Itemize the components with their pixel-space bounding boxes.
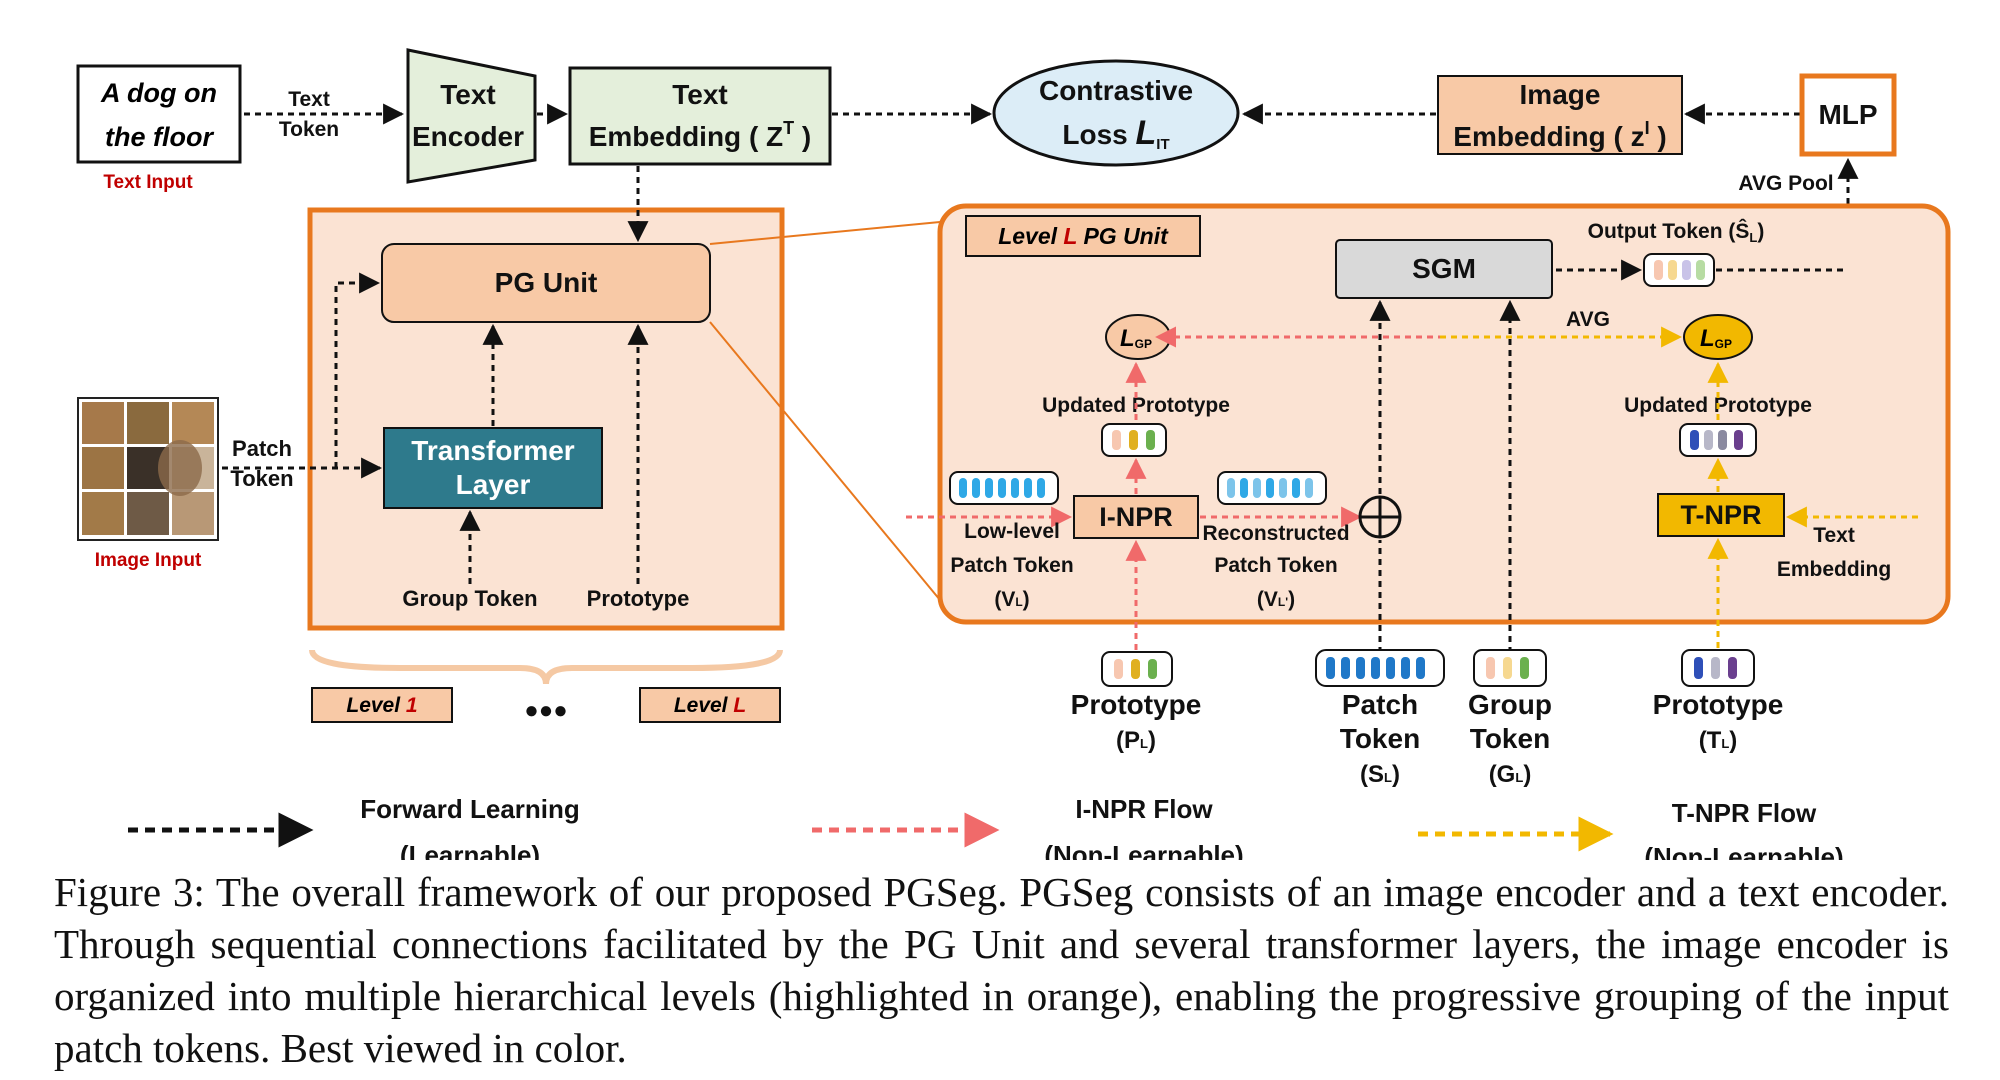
detail-text-emb-2: Embedding [1777, 558, 1891, 581]
mlp-label: MLP [1818, 99, 1877, 130]
text-encoder-line1: Text [440, 79, 496, 110]
lgp-left: LGP [1105, 314, 1171, 360]
legend-inpr-2: (Non-Learnable) [1044, 840, 1243, 860]
contrastive-line2: Loss LIT [1062, 114, 1169, 153]
mlp-box: MLP [1799, 73, 1897, 157]
diagram-svg: A dog on the floor Text Input Text Token… [76, 48, 1951, 872]
text-token-label-2: Token [279, 118, 339, 141]
zoom-line-top [709, 221, 941, 245]
level-L-tag: Level L [639, 687, 781, 723]
transformer-line1: Transformer [411, 435, 574, 466]
prototype-p-label-2: (PL) [1116, 727, 1156, 754]
image-embedding-box: Image Embedding ( zI ) [1437, 75, 1683, 155]
group-g-label-3: (GL) [1489, 761, 1532, 788]
levels-ellipsis: ●●● [524, 697, 568, 724]
detail-title: Level L PG Unit [965, 215, 1201, 257]
legend-tnpr: T-NPR Flow (Non-Learnable) [1418, 798, 1844, 872]
patch-s-icon [1315, 649, 1445, 687]
inpr-label: I-NPR [1099, 502, 1173, 532]
text-encoder-line2: Encoder [412, 121, 524, 152]
reconstructed-patch-icon [1217, 471, 1327, 505]
tnpr-box: T-NPR [1657, 493, 1785, 537]
updated-prototype-right-icon [1679, 423, 1757, 457]
text-embedding-box: Text Embedding ( ZT ) [568, 66, 832, 166]
legend-tnpr-2: (Non-Learnable) [1644, 842, 1843, 860]
transformer-layer-box: Transformer Layer [383, 427, 603, 509]
tnpr-label: T-NPR [1681, 500, 1762, 530]
reconstructed-label-2: Patch Token [1214, 554, 1337, 577]
add-node-icon [1358, 495, 1402, 539]
patch-token-label-2: Token [230, 466, 293, 491]
svg-text:LGP: LGP [1120, 325, 1152, 352]
prototype-t-label-2: (TL) [1699, 727, 1738, 754]
svg-text:Level L PG Unit: Level L PG Unit [998, 223, 1169, 249]
text-input-line2: the floor [105, 122, 214, 152]
contrastive-loss: Contrastive Loss LIT [992, 59, 1240, 167]
legend-inpr: I-NPR Flow (Non-Learnable) [812, 794, 1244, 870]
group-token-label: Group Token [402, 586, 537, 611]
text-token-label-1: Text [288, 88, 330, 111]
text-encoder: Text Encoder [406, 48, 537, 184]
svg-text:Level 1: Level 1 [346, 694, 417, 717]
patch-s-label-3: (SL) [1360, 761, 1400, 788]
group-g-label-2: Token [1470, 723, 1550, 754]
image-embedding-line2: Embedding ( zI ) [1453, 118, 1666, 152]
image-input-caption: Image Input [95, 550, 202, 571]
low-level-label-2: Patch Token [950, 554, 1073, 577]
zoom-line-bottom [709, 321, 941, 601]
reconstructed-label-1: Reconstructed [1202, 522, 1349, 545]
detail-text-emb-1: Text [1813, 524, 1855, 547]
prototype-p-icon [1101, 651, 1173, 687]
prototype-label-left: Prototype [587, 586, 690, 611]
svg-text:Level L: Level L [674, 694, 746, 717]
sgm-label: SGM [1412, 253, 1476, 284]
text-input-caption: Text Input [103, 172, 193, 193]
legend-inpr-1: I-NPR Flow [1075, 794, 1213, 824]
pg-unit-label: PG Unit [495, 267, 598, 298]
output-token-icon [1643, 253, 1715, 287]
patch-s-label-1: Patch [1342, 689, 1418, 720]
avg-label: AVG [1566, 308, 1610, 331]
contrastive-line1: Contrastive [1039, 75, 1193, 106]
figure-caption: Figure 3: The overall framework of our p… [54, 869, 1949, 1071]
text-input-box: A dog on the floor [76, 64, 242, 164]
pg-unit-box: PG Unit [381, 243, 711, 323]
sgm-box: SGM [1335, 239, 1553, 299]
low-level-label-1: Low-level [964, 520, 1060, 543]
patch-token-label-1: Patch [232, 436, 292, 461]
output-token-label: Output Token (ŜL) [1588, 219, 1765, 245]
lgp-right: LGP [1683, 314, 1753, 360]
legend-forward-1: Forward Learning [360, 794, 580, 824]
prototype-t-label-1: Prototype [1653, 689, 1784, 720]
legend-tnpr-1: T-NPR Flow [1672, 798, 1817, 828]
level-1-tag: Level 1 [311, 687, 453, 723]
prototype-p-label-1: Prototype [1071, 689, 1202, 720]
svg-text:LGP: LGP [1700, 325, 1732, 352]
arrow-patch-to-pg [334, 272, 381, 468]
patch-s-label-2: Token [1340, 723, 1420, 754]
low-level-label-3: (VL) [994, 588, 1029, 611]
image-input-thumbnail [77, 397, 219, 541]
levels-brace [309, 649, 783, 685]
reconstructed-label-3: (VL') [1257, 588, 1295, 611]
group-g-label-1: Group [1468, 689, 1552, 720]
transformer-line2: Layer [456, 469, 531, 500]
avg-pool-label: AVG Pool [1738, 172, 1833, 195]
text-embedding-line2: Embedding ( ZT ) [589, 118, 812, 152]
group-g-icon [1473, 649, 1547, 687]
low-level-patch-icon [949, 471, 1059, 505]
text-embedding-line1: Text [672, 79, 728, 110]
legend-forward-2: (Learnable) [400, 840, 540, 860]
text-input-line1: A dog on [100, 78, 217, 108]
legend-forward: Forward Learning (Learnable) [128, 794, 580, 870]
inpr-box: I-NPR [1073, 495, 1199, 539]
image-embedding-line1: Image [1520, 79, 1601, 110]
updated-prototype-left-icon [1101, 423, 1167, 457]
prototype-t-icon [1681, 649, 1755, 687]
